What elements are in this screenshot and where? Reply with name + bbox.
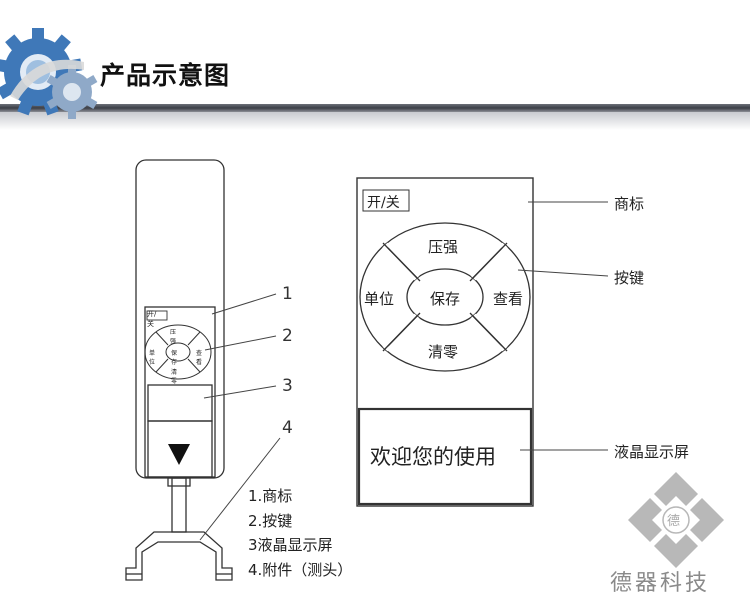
key-check-label: 查看 xyxy=(493,290,524,308)
callout-number-3: 3 xyxy=(282,376,293,396)
callout-number-4: 4 xyxy=(282,418,293,438)
key-unit-label: 单位 xyxy=(364,290,395,308)
watermark-brand-name: 德器科技 xyxy=(610,571,711,596)
watermark-seal-char: 德 xyxy=(667,514,681,529)
device-onoff-box xyxy=(146,310,168,321)
legend-item: 4.附件（测头） xyxy=(248,560,353,579)
legend-item: 1.商标 xyxy=(248,487,293,505)
watermark-seal-icon xyxy=(628,472,724,568)
callout-keys: 按键 xyxy=(614,269,645,287)
gear-logo-icon xyxy=(0,28,98,119)
page-title: 产品示意图 xyxy=(100,61,231,90)
device-press-label: 压强 xyxy=(170,329,177,345)
lcd-display-text: 欢迎您的使用 xyxy=(370,445,496,469)
key-zero-label: 清零 xyxy=(428,343,459,361)
legend-list: 1.商标 2.按键 3液晶显示屏 4.附件（测头） xyxy=(248,484,352,582)
panel-onoff-box xyxy=(362,189,410,212)
legend-item: 2.按键 xyxy=(248,511,293,530)
device-arrow-area xyxy=(147,420,213,478)
key-press-label: 压强 xyxy=(428,238,459,256)
panel-onoff-label: 开/关 xyxy=(367,195,400,211)
legend-item: 3液晶显示屏 xyxy=(248,536,333,554)
panel-keypad xyxy=(359,222,531,372)
panel-body xyxy=(356,177,534,507)
device-save-label: 保存 xyxy=(171,350,178,366)
header-banner xyxy=(0,28,750,130)
device-check-label: 查看 xyxy=(196,350,203,366)
device-lcd xyxy=(147,384,213,422)
device-attachment xyxy=(125,531,233,581)
callout-lcd: 液晶显示屏 xyxy=(614,443,690,461)
down-arrow-icon xyxy=(168,444,190,465)
device-zero-label: 清零 xyxy=(171,369,178,385)
device-unit-label: 单位 xyxy=(149,350,156,366)
device-onoff-label: 开/关 xyxy=(147,310,157,328)
callout-brand: 商标 xyxy=(614,195,645,213)
panel-lcd xyxy=(357,407,533,506)
device-keypad xyxy=(144,324,212,380)
callout-number-1: 1 xyxy=(282,284,293,304)
callout-number-2: 2 xyxy=(282,326,293,346)
key-save-label: 保存 xyxy=(430,290,461,308)
